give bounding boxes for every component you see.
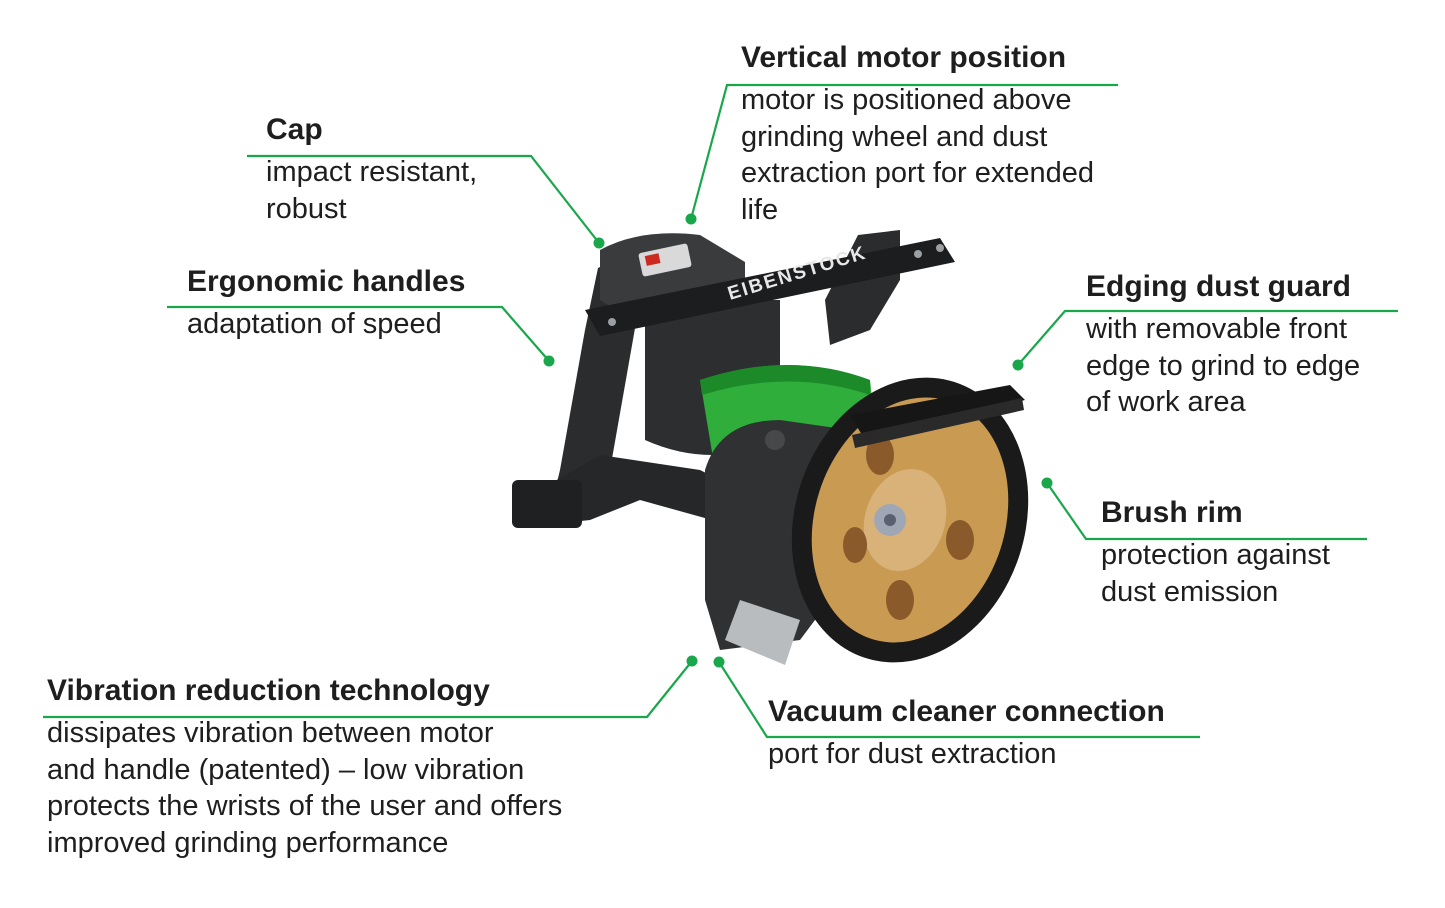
callout-description: protection against dust emission <box>1101 537 1330 610</box>
callout-line: adaptation of speed <box>187 308 442 340</box>
callout-line: extraction port for extended <box>741 157 1095 189</box>
callout-title: Ergonomic handles <box>187 265 466 298</box>
callout-line: grinding wheel and dust <box>741 120 1048 153</box>
callout-title: Brush rim <box>1101 496 1243 529</box>
callout-description: dissipates vibration between motor and h… <box>47 715 562 861</box>
callout-line: dissipates vibration between motor <box>47 717 494 749</box>
crossbar <box>585 238 955 336</box>
cap-leader-line <box>247 154 600 244</box>
callout-title: Vertical motor position <box>741 41 1067 74</box>
motor-leader-dot <box>685 213 697 225</box>
vacuum-leader-dot <box>713 656 725 668</box>
left-foot <box>512 480 582 528</box>
callout-description: motor is positioned above grinding wheel… <box>741 82 1094 228</box>
callout-line: life <box>741 193 779 226</box>
callout-description: adaptation of speed <box>187 306 465 343</box>
handles-leader-dot <box>543 355 555 367</box>
callout-title: Cap <box>266 113 323 146</box>
callout-title: Vibration reduction technology <box>47 674 490 707</box>
callout-description: impact resistant, robust <box>266 154 477 227</box>
callout-guard: Edging dust guard with removable front e… <box>1086 269 1360 421</box>
callout-brush: Brush rim protection against dust emissi… <box>1101 495 1330 610</box>
motor-leader-line <box>689 83 1118 220</box>
callout-line: with removable front <box>1086 313 1348 345</box>
callout-line: protects the wrists of the user and offe… <box>47 790 563 822</box>
callout-line: and handle (patented) – low vibration <box>47 753 525 786</box>
handles-leader-line <box>167 305 550 362</box>
callout-vacuum: Vacuum cleaner connection port for dust … <box>768 694 1165 773</box>
callout-line: motor is positioned above <box>741 84 1072 116</box>
cap-leader-dot <box>593 237 605 249</box>
callout-title: Edging dust guard <box>1086 270 1351 303</box>
guard-leader-line <box>1017 309 1398 366</box>
brush-leader-dot <box>1041 477 1053 489</box>
callout-line: impact resistant, <box>266 156 478 188</box>
callout-line: dust emission <box>1101 575 1279 608</box>
callout-motor: Vertical motor position motor is positio… <box>741 40 1094 228</box>
callout-line: robust <box>266 192 347 225</box>
callout-title: Vacuum cleaner connection <box>768 695 1165 728</box>
vibration-leader-line <box>43 660 693 719</box>
callout-line: protection against <box>1101 539 1330 571</box>
callout-line: improved grinding performance <box>47 826 449 859</box>
callout-handles: Ergonomic handles adaptation of speed <box>187 264 465 343</box>
callout-line: of work area <box>1086 386 1246 418</box>
guard-leader-dot <box>1012 359 1024 371</box>
brush-leader-line <box>1046 482 1367 541</box>
vacuum-leader-line <box>718 661 1200 739</box>
made-in-germany-badge <box>638 243 692 277</box>
callout-cap: Cap impact resistant, robust <box>266 112 477 227</box>
vacuum-port <box>725 600 800 665</box>
callout-vibration: Vibration reduction technology dissipate… <box>47 673 562 861</box>
vibration-leader-dot <box>686 655 698 667</box>
callout-line: edge to grind to edge <box>1086 349 1361 382</box>
callout-line: port for dust extraction <box>768 738 1057 770</box>
callout-description: with removable front edge to grind to ed… <box>1086 311 1360 421</box>
callout-description: port for dust extraction <box>768 736 1165 773</box>
